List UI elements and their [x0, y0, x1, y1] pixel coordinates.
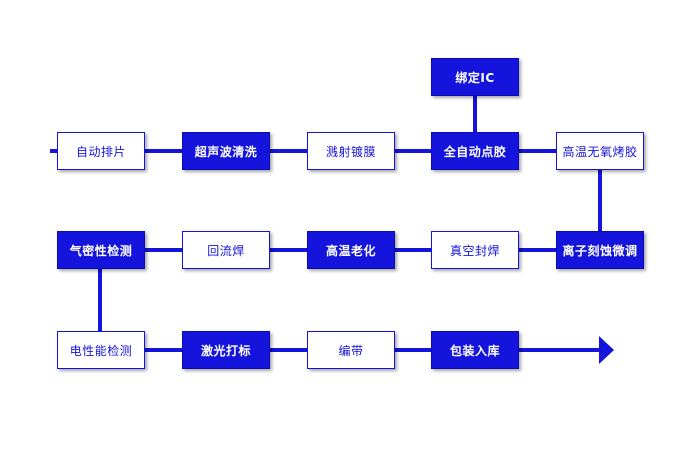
step-oxygen-free-bake: 高温无氧烤胶	[556, 132, 644, 170]
step-sputter-coating: 溅射镀膜	[307, 132, 395, 170]
step-taping: 编带	[307, 331, 395, 369]
step-high-temp-aging: 高温老化	[307, 231, 395, 269]
step-vacuum-seal: 真空封焊	[431, 231, 519, 269]
step-pack-store: 包装入库	[431, 331, 519, 369]
step-laser-marking: 激光打标	[182, 331, 270, 369]
step-auto-dispense: 全自动点胶	[431, 132, 519, 170]
end-arrowhead	[599, 336, 614, 364]
step-electrical-test: 电性能检测	[57, 331, 145, 369]
step-reflow-solder: 回流焊	[182, 231, 270, 269]
step-leak-test: 气密性检测	[57, 231, 145, 269]
step-auto-arrange: 自动排片	[57, 132, 145, 170]
step-bind-ic: 绑定IC	[431, 58, 519, 96]
step-ultrasonic-clean: 超声波清洗	[182, 132, 270, 170]
step-ion-etch-trim: 离子刻蚀微调	[556, 231, 644, 269]
